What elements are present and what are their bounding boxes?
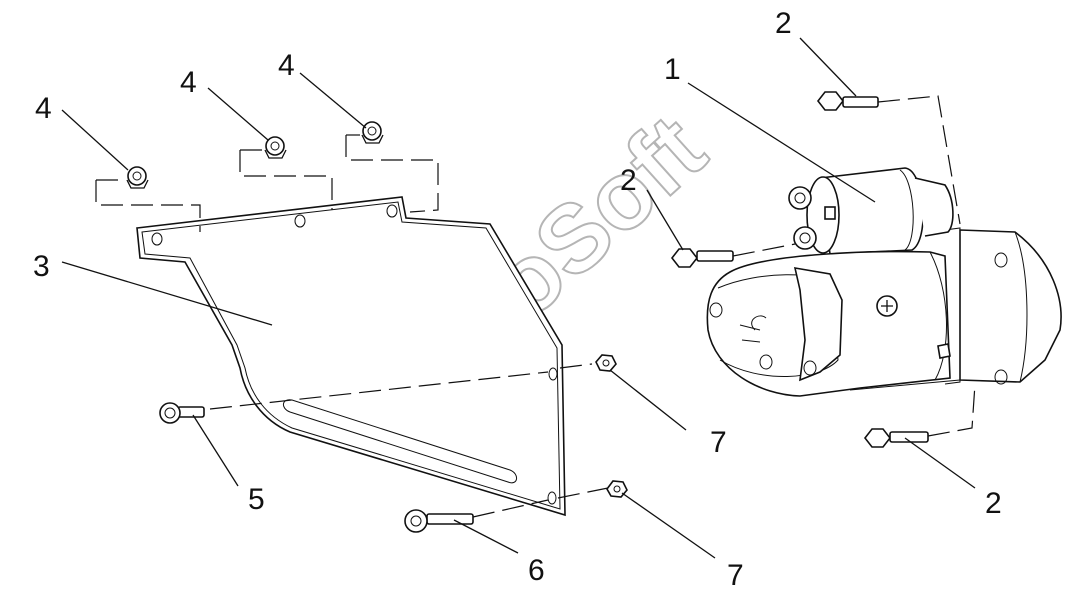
callout-2-middle: 2 (620, 164, 637, 197)
callout-6: 6 (528, 554, 545, 587)
callout-4-middle: 4 (180, 66, 197, 99)
small-bolt-left (95, 166, 201, 232)
starter-bolt-middle (670, 243, 796, 268)
callout-2-top: 2 (775, 7, 792, 40)
small-bolt-middle (239, 136, 333, 210)
starter-bolt-bottom (863, 383, 976, 448)
nut-upper (559, 354, 617, 372)
leader-lines (61, 37, 976, 559)
callout-7-upper: 7 (710, 426, 727, 459)
callout-5: 5 (248, 483, 265, 516)
callout-3: 3 (33, 250, 50, 283)
callout-2-bottom: 2 (985, 487, 1002, 520)
long-bolt-bottom (404, 487, 609, 533)
starter-motor (706, 167, 1062, 397)
callout-4-left: 4 (35, 92, 52, 125)
callout-7-lower: 7 (727, 559, 744, 592)
starter-bolt-top (816, 91, 961, 225)
small-bolt-right (345, 121, 439, 213)
callout-1: 1 (664, 53, 681, 86)
callout-4-right: 4 (278, 49, 295, 82)
bolt-lower-left (159, 371, 549, 424)
mounting-plate (136, 196, 566, 517)
